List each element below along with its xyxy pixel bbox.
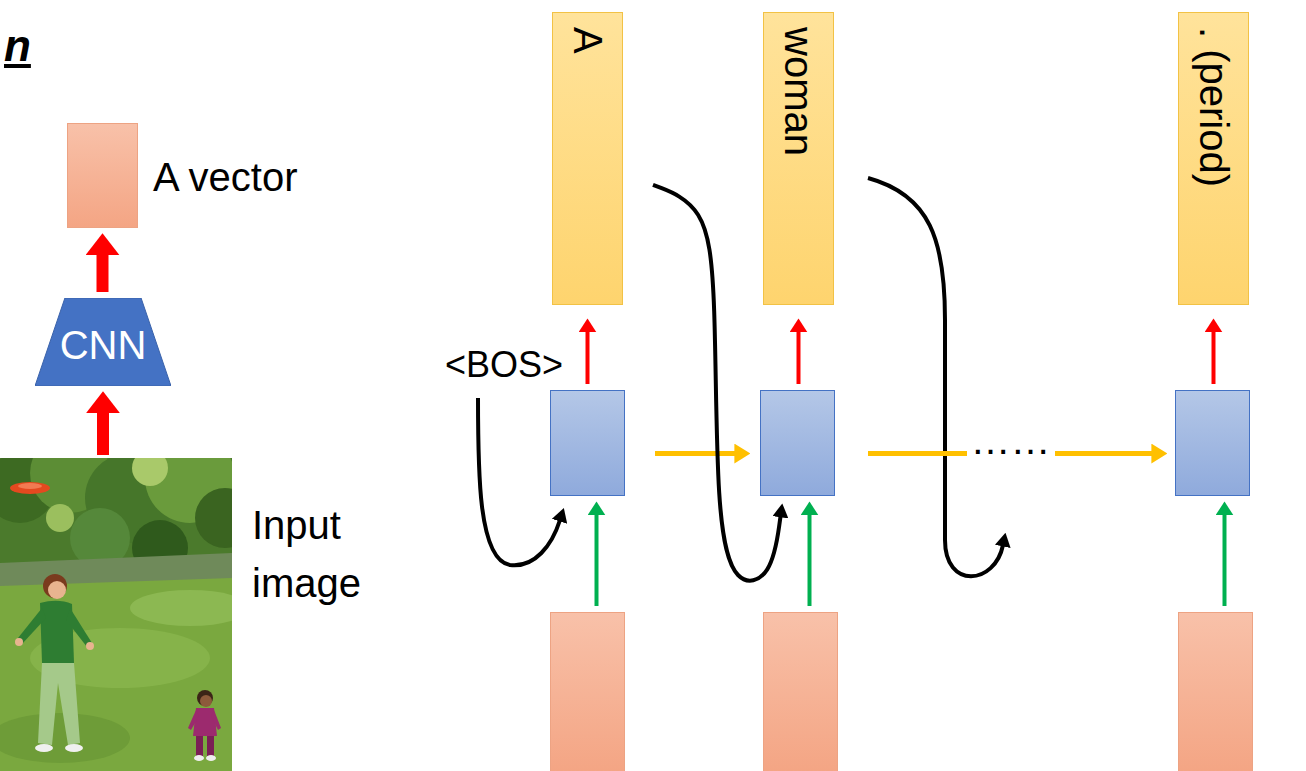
input-image-label: Input image: [252, 496, 392, 612]
slide-title: n: [4, 20, 31, 73]
woman-arm: [18, 608, 46, 644]
woman-shirt: [40, 601, 74, 663]
title-holder: n: [4, 20, 31, 73]
flow-arrow: [97, 253, 109, 292]
cnn-block-label: CNN: [60, 321, 147, 369]
sunlit-leaves: [46, 504, 74, 532]
output-word-label: . (period): [1190, 27, 1238, 187]
woman-pants: [38, 663, 80, 745]
word-feed-curve: [868, 178, 1003, 576]
bos-token: <BOS>: [445, 343, 563, 386]
woman-hand: [86, 642, 94, 650]
flow-arrow: [595, 514, 599, 606]
woman-shoe: [35, 744, 53, 752]
child-arm: [211, 710, 221, 730]
sunlit-leaves: [132, 458, 168, 486]
edge-label-holder: ……: [967, 416, 1055, 464]
river-bank: [0, 553, 232, 586]
output-word-label: A: [564, 27, 612, 54]
child-leg: [207, 736, 214, 756]
woman-hair: [43, 574, 67, 598]
frisbee: [10, 482, 50, 494]
child-face: [200, 695, 212, 707]
child-leg: [196, 736, 203, 756]
ellipsis-label: ……: [967, 416, 1055, 464]
child-arm: [188, 710, 199, 730]
rnn-cell: [550, 390, 625, 496]
rnn-cell: [760, 390, 835, 496]
woman-shoe: [65, 744, 83, 752]
flow-arrow: [1223, 514, 1227, 606]
woman-hand: [15, 638, 23, 646]
output-word-label: woman: [775, 27, 823, 156]
input-vector: [550, 612, 625, 771]
bos-token-holder: <BOS>: [445, 343, 563, 386]
tree: [195, 488, 232, 548]
woman-face: [48, 581, 66, 599]
input-vector: [763, 612, 838, 771]
output-word: . (period): [1178, 12, 1249, 305]
woman-arm: [66, 608, 92, 647]
flow-arrow: [97, 411, 109, 455]
feature-vector-label: A vector: [153, 153, 298, 201]
input-image: Input image: [0, 458, 232, 771]
flow-arrow: [797, 331, 801, 384]
trapezoid-shape: [35, 298, 171, 386]
bos-feed-curve: [478, 398, 560, 565]
output-word: woman: [763, 12, 834, 305]
flow-arrow: [655, 451, 736, 456]
child-hair: [197, 690, 213, 706]
input-vector: [1178, 612, 1253, 771]
grass-patch: [130, 590, 232, 626]
frisbee-shine: [18, 483, 42, 489]
child-shoe: [206, 755, 216, 761]
rnn-cell: [1175, 390, 1250, 496]
input-photo: [0, 458, 232, 771]
flow-arrow: [808, 514, 812, 606]
flow-arrow: [1212, 331, 1216, 384]
feature-vector: A vector: [67, 123, 138, 228]
child-shoe: [194, 755, 204, 761]
cnn-block: CNN: [35, 298, 171, 386]
feedback-arrow: [653, 185, 781, 581]
output-word: A: [552, 12, 623, 305]
flow-arrow: [586, 331, 590, 384]
